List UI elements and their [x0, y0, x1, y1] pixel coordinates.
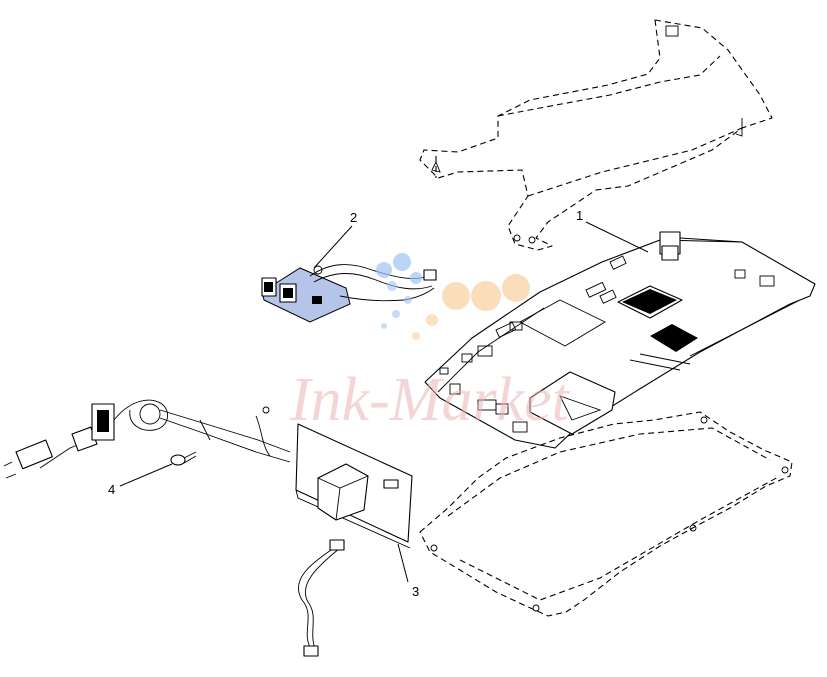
callouts: 1 2 3 4 — [108, 208, 649, 599]
watermark: Ink-Market — [289, 253, 571, 434]
bottom-frame-dashed — [419, 411, 793, 617]
interface-board — [261, 264, 437, 323]
top-cover-dashed — [419, 19, 773, 251]
callout-2: 2 — [350, 210, 357, 225]
callout-1: 1 — [576, 208, 583, 223]
callout-4: 4 — [108, 482, 115, 497]
power-supply-board — [295, 423, 413, 657]
screw — [170, 451, 197, 466]
watermark-text: Ink-Market — [289, 366, 571, 434]
main-board — [424, 231, 816, 449]
power-cord — [3, 399, 291, 479]
callout-3: 3 — [412, 584, 419, 599]
